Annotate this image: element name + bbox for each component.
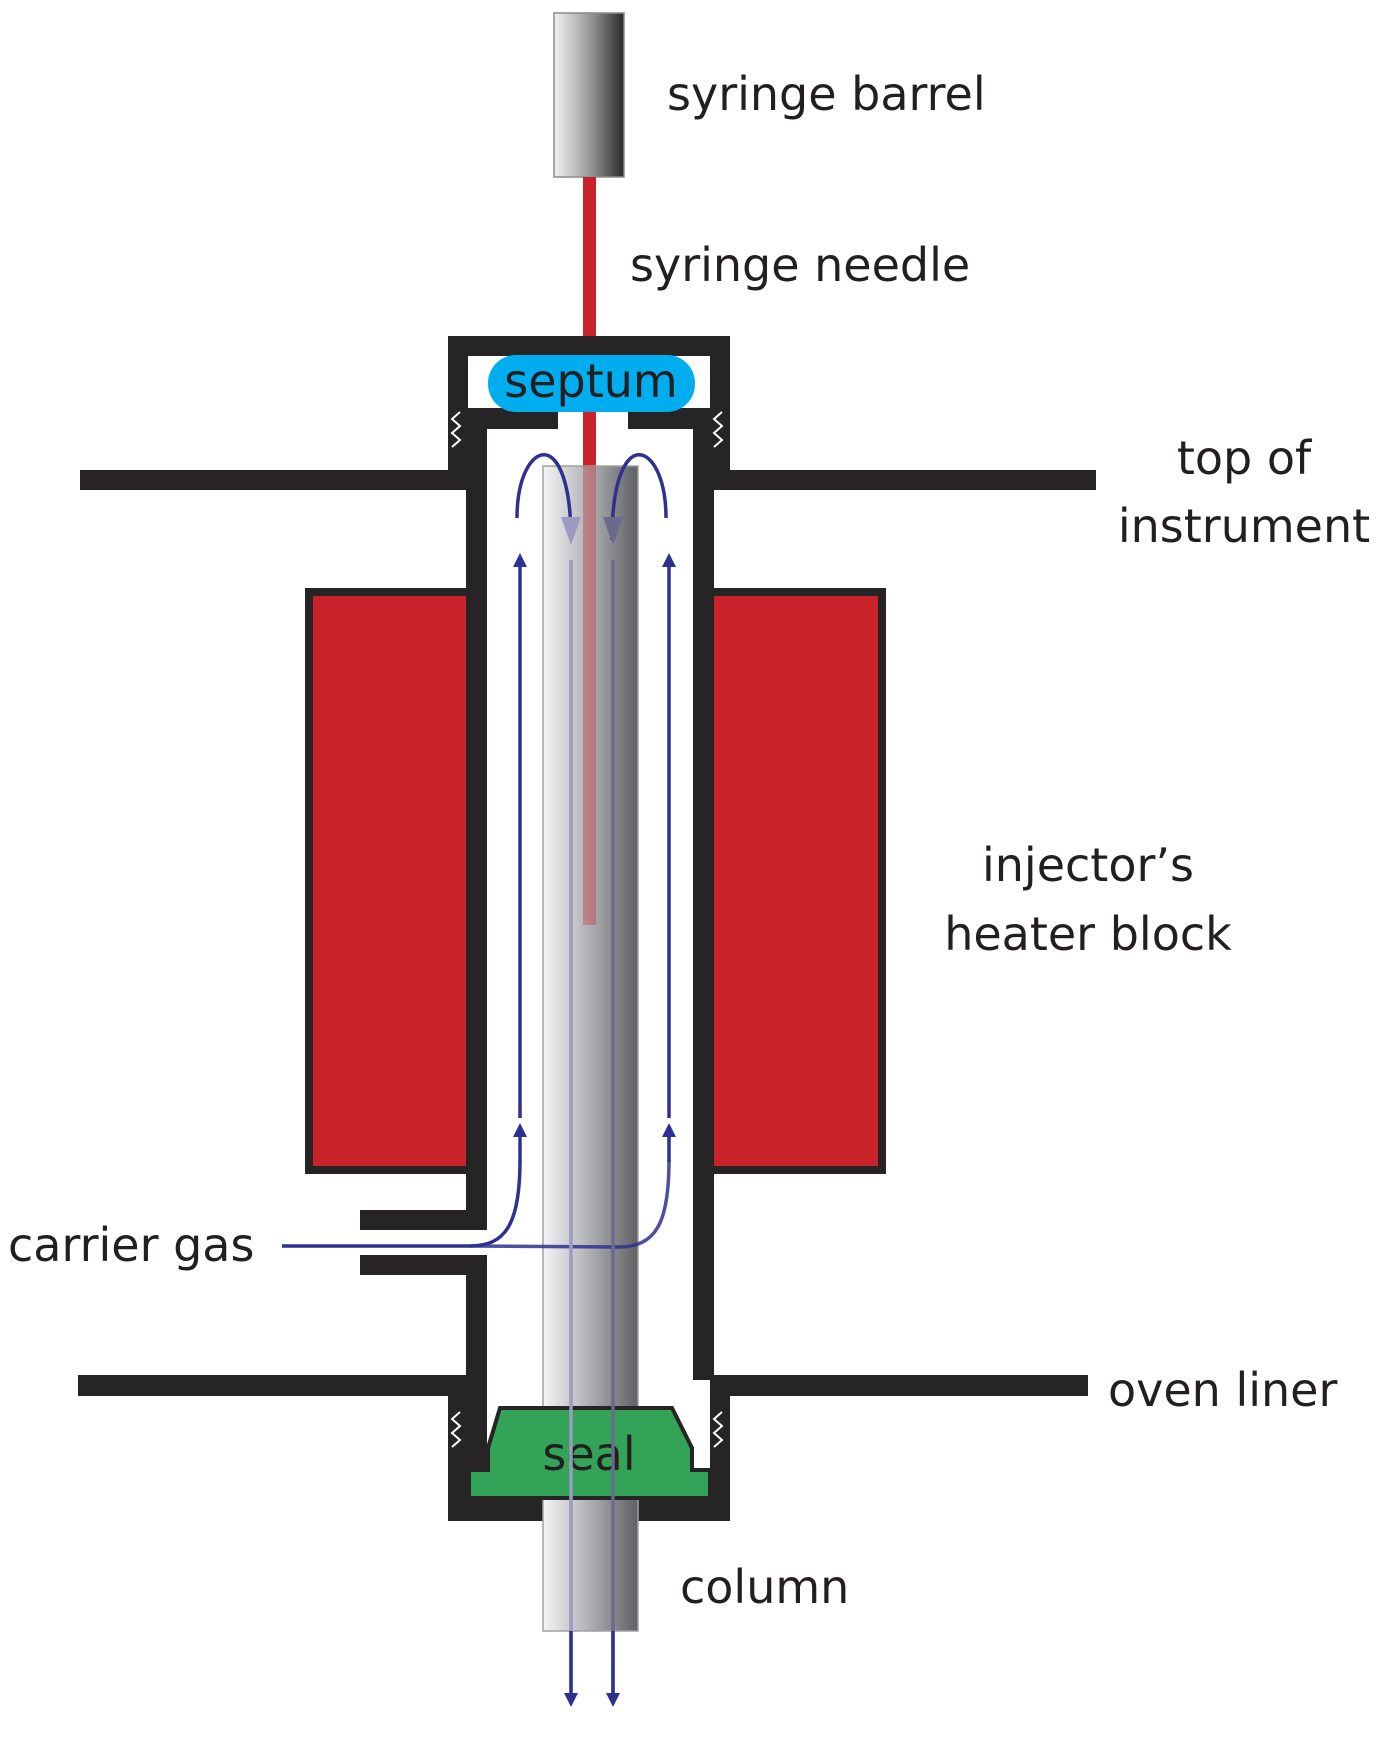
spring-icon xyxy=(450,411,724,1448)
seal-label: seal xyxy=(542,1427,635,1481)
heater-block-left xyxy=(305,588,475,1174)
top-of-instrument-line-right xyxy=(710,470,1096,490)
carrier-gas-flow xyxy=(282,453,676,1249)
needle-in-liner xyxy=(583,466,596,925)
top-of-instrument-label-line1: top of xyxy=(1177,431,1313,485)
heater-block-label-line2: heater block xyxy=(944,907,1232,961)
syringe-needle xyxy=(583,177,596,347)
top-of-instrument-line-left xyxy=(80,470,470,490)
syringe-barrel xyxy=(553,12,625,178)
syringe-needle-label: syringe needle xyxy=(630,238,970,292)
oven-liner-line-right xyxy=(710,1375,1088,1396)
oven-liner-line-left xyxy=(78,1375,470,1396)
down-arrowheads xyxy=(561,517,623,545)
heater-block-label-line1: injector’s xyxy=(982,838,1194,892)
septum xyxy=(488,355,695,412)
carrier-gas-label: carrier gas xyxy=(8,1218,254,1272)
column-label: column xyxy=(680,1560,849,1614)
syringe-barrel-label: syringe barrel xyxy=(667,67,986,121)
septum-label: septum xyxy=(504,354,677,408)
top-of-instrument-label-line2: instrument xyxy=(1118,499,1370,553)
downward-flow xyxy=(564,560,620,1707)
seal xyxy=(467,1406,712,1500)
oven-liner-label: oven liner xyxy=(1108,1363,1337,1417)
heater-block-right xyxy=(706,588,886,1174)
